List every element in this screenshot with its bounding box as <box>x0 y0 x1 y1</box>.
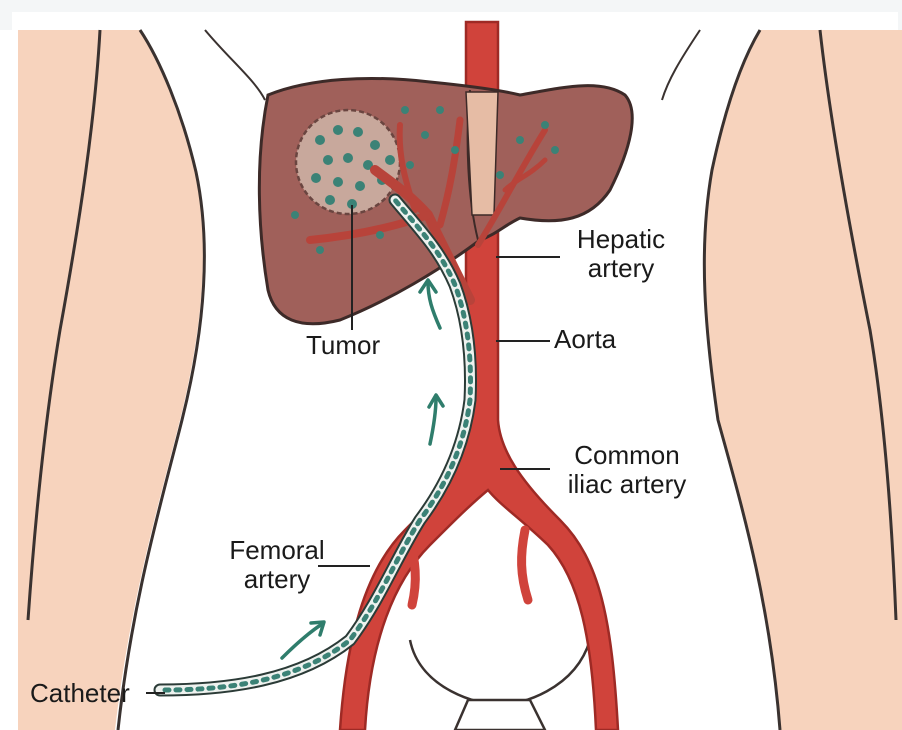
groin-lower <box>455 700 545 730</box>
femoral-artery-label: Femoral artery <box>216 536 338 594</box>
hepatic-artery-label-line2: artery <box>558 254 684 283</box>
common-iliac-artery-label: Common iliac artery <box>552 441 702 499</box>
left-margin <box>0 30 18 730</box>
hepatic-artery-label-line1: Hepatic <box>558 225 684 254</box>
femoral-label-line2: artery <box>216 565 338 594</box>
hepatic-artery-label: Hepatic artery <box>558 225 684 283</box>
iliac-label-line1: Common <box>552 441 702 470</box>
catheter-label-text: Catheter <box>30 679 130 708</box>
iliac-label-line2: iliac artery <box>552 470 702 499</box>
internal-iliac-left <box>410 540 415 605</box>
liver-ligament <box>466 92 498 215</box>
tumor-label: Tumor <box>306 331 380 360</box>
aorta-label-text: Aorta <box>554 325 616 354</box>
tumor-label-text: Tumor <box>306 331 380 360</box>
catheter-label: Catheter <box>30 679 130 708</box>
femoral-label-line1: Femoral <box>216 536 338 565</box>
aorta-label: Aorta <box>554 325 616 354</box>
